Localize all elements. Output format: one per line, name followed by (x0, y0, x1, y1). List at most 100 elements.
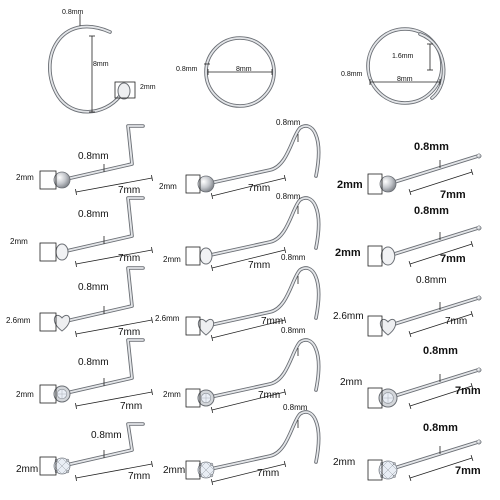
r4-st-length-dim (409, 385, 473, 407)
r5-st-gauge-label: 0.8mm (423, 422, 458, 434)
r4-s-post-shine (205, 339, 320, 399)
r5-st-length-dim-cap-a (408, 475, 412, 481)
r3-st-gauge-label: 0.8mm (416, 275, 447, 286)
r2-st-length-dim-cap-a (408, 261, 412, 267)
r1-l-length-dim-cap-a (75, 188, 77, 196)
r2-s-length-label: 7mm (248, 260, 271, 271)
r1-l-head (53, 171, 71, 189)
r2-st-head-label: 2mm (335, 247, 361, 259)
r1-s-gauge-label: 0.8mm (276, 118, 301, 127)
r3-st-head-label: 2.6mm (333, 311, 364, 322)
r5-st-post-shine (387, 441, 479, 471)
r1-s-head-box (185, 174, 201, 194)
r2-l-head (55, 243, 69, 261)
r1-l-gauge-label: 0.8mm (78, 151, 109, 162)
r3-l-head-box (39, 312, 57, 332)
r4-st-post-shine (387, 369, 479, 399)
r4-l-gauge-label: 0.8mm (78, 357, 109, 368)
r3-s-head-box (185, 316, 201, 336)
r3-st-head (379, 318, 397, 336)
r4-s-head-facets (201, 393, 211, 403)
r5-s-length-dim-cap-a (210, 478, 214, 486)
r2-l-length-dim-cap-b (151, 246, 153, 254)
r1-l-length-label: 7mm (118, 185, 141, 196)
r5-st-head-prong (392, 462, 396, 466)
r5-s-head-prong (210, 474, 214, 478)
r1-st-gauge-label: 0.8mm (414, 141, 449, 153)
r2-s-post-shine (205, 197, 320, 257)
r1-st-head-label: 2mm (337, 179, 363, 191)
r5-s-head-label: 2mm (163, 465, 186, 476)
r3-l-length-dim (75, 319, 153, 335)
r2-s-post (204, 196, 321, 258)
r3-s-head (197, 318, 215, 336)
r3-st-length-label: 7mm (445, 316, 468, 327)
r1-s-post-shine (205, 125, 320, 185)
r3-st-length-dim (409, 313, 473, 335)
r4-l-length-dim (75, 391, 153, 407)
r1-s-length-label: 7mm (248, 183, 271, 194)
r5-st-head-prong (392, 474, 396, 478)
r3-l-gauge-label: 0.8mm (78, 282, 109, 293)
r4-l-head-label: 2mm (16, 390, 34, 399)
r2-s-length-dim-cap-b (283, 246, 287, 254)
r5-l-length-label: 7mm (128, 471, 151, 482)
r4-s-length-dim-cap-a (210, 406, 214, 414)
r5-l-head-facets (53, 457, 71, 475)
hoop3-overlap-shine (419, 33, 445, 99)
r3-s-post-shine (205, 267, 320, 327)
hoop3-diameter-label: 8mm (397, 76, 413, 83)
r2-s-length-dim-cap-a (210, 264, 214, 272)
r5-l-length-dim (75, 463, 153, 479)
r5-st-tip (476, 439, 482, 445)
r5-l-gauge-label: 0.8mm (91, 430, 122, 441)
hoop1-gauge-label: 0.8mm (62, 9, 84, 16)
r5-st-length-dim (409, 457, 473, 479)
r5-s-head-prong (210, 462, 214, 466)
r4-st-length-label: 7mm (455, 385, 481, 397)
r4-st-length-dim-cap-b (470, 383, 474, 389)
r1-s-length-dim-cap-b (283, 174, 287, 182)
r3-l-length-label: 7mm (118, 327, 141, 338)
r4-st-gauge-label: 0.8mm (423, 345, 458, 357)
r5-s-gauge-label: 0.8mm (283, 403, 308, 412)
r5-l-head-label: 2mm (16, 464, 39, 475)
r3-s-length-label: 7mm (261, 316, 284, 327)
r3-l-head-label: 2.6mm (6, 316, 31, 325)
r2-s-length-dim (211, 249, 286, 269)
r1-l-head-box (39, 170, 57, 190)
hoop3-width-label: 1.6mm (392, 53, 414, 60)
r5-l-length-dim-cap-a (75, 474, 77, 482)
r2-s-gauge-label: 0.8mm (276, 192, 301, 201)
r4-s-head-box (185, 388, 201, 408)
hoop1-ring-shine (48, 25, 121, 113)
r5-st-head-box (367, 459, 383, 481)
hoop1-diameter-label: 8mm (93, 61, 109, 68)
r3-st-head-box (367, 315, 383, 337)
r2-st-tip (476, 225, 482, 231)
hoop2-ring-shine (205, 37, 275, 107)
r1-st-head-box (367, 173, 383, 195)
r5-s-head-box (185, 460, 201, 480)
r5-l-head-prong (66, 470, 70, 474)
r1-st-head (379, 175, 397, 193)
r2-l-gauge-label: 0.8mm (78, 209, 109, 220)
r3-st-length-dim-cap-b (470, 311, 474, 317)
r2-st-gauge-label: 0.8mm (414, 205, 449, 217)
r4-l-post-shine (61, 339, 144, 395)
r1-st-tip (476, 153, 482, 159)
r2-l-length-dim-cap-a (75, 260, 77, 268)
r5-s-post (204, 410, 321, 472)
r5-l-length-dim-cap-b (151, 460, 153, 468)
r4-s-length-dim-cap-b (283, 388, 287, 396)
r2-st-length-dim-cap-b (470, 241, 474, 247)
r5-s-length-label: 7mm (257, 468, 280, 479)
r4-st-tip (476, 367, 482, 373)
r3-s-gauge-label: 0.8mm (281, 253, 306, 262)
r1-st-post-shine (387, 155, 479, 185)
hoop2-diameter-label: 8mm (236, 66, 252, 73)
r4-s-head-label: 2mm (163, 390, 181, 399)
r3-l-length-dim-cap-a (75, 330, 77, 338)
r5-l-head-prong (66, 458, 70, 462)
